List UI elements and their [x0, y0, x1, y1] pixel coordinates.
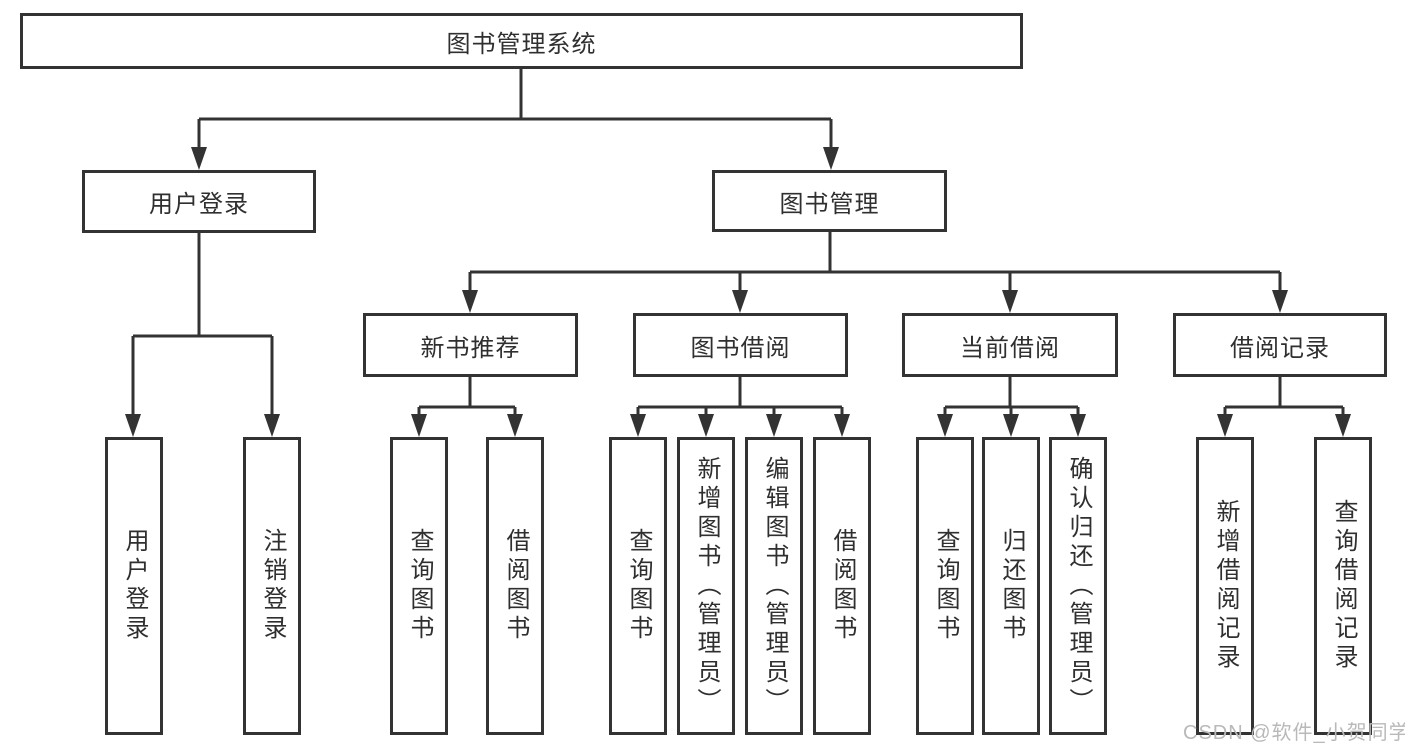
leaf-query-books: 查询图书 — [390, 437, 448, 735]
node-borrow-records-label: 借阅记录 — [1230, 334, 1330, 362]
leaf-return-books: 归还图书 — [982, 437, 1040, 735]
node-user-login-label: 用户登录 — [149, 191, 249, 218]
arrowheads — [125, 147, 1351, 437]
node-book-management: 图书管理 — [712, 170, 947, 232]
node-book-borrow: 图书借阅 — [633, 313, 848, 377]
leaf-add-borrow-record: 新增借阅记录 — [1196, 437, 1254, 735]
node-borrow-records: 借阅记录 — [1173, 313, 1387, 377]
node-book-borrow-label: 图书借阅 — [690, 334, 791, 362]
leaf-label: 注销登录 — [259, 528, 286, 644]
leaf-query-books: 查询图书 — [609, 437, 667, 735]
leaf-label: 借阅图书 — [502, 528, 529, 644]
leaf-borrow-books: 借阅图书 — [486, 437, 544, 735]
leaf-label: 查询图书 — [625, 528, 652, 644]
node-book-management-label: 图书管理 — [779, 190, 880, 218]
leaf-label: 查询图书 — [406, 528, 433, 644]
leaf-query-borrow-record: 查询借阅记录 — [1314, 437, 1372, 735]
leaf-label: 用户登录 — [121, 528, 148, 644]
leaf-label: 归还图书 — [998, 528, 1025, 644]
leaf-borrow-books: 借阅图书 — [813, 437, 871, 735]
leaf-label: 确认归还（管理员） — [1065, 455, 1092, 717]
node-current-borrow: 当前借阅 — [902, 313, 1118, 377]
node-new-book-recommend-label: 新书推荐 — [420, 334, 521, 362]
leaf-label: 查询图书 — [932, 528, 959, 644]
leaf-label: 新增图书（管理员） — [693, 455, 720, 717]
leaf-edit-books-admin: 编辑图书（管理员） — [745, 437, 803, 735]
node-current-borrow-label: 当前借阅 — [960, 334, 1060, 362]
leaf-query-books: 查询图书 — [916, 437, 974, 735]
leaf-label: 新增借阅记录 — [1212, 499, 1239, 673]
leaf-add-books-admin: 新增图书（管理员） — [677, 437, 735, 735]
node-root-system: 图书管理系统 — [20, 13, 1023, 69]
leaf-user-login: 用户登录 — [105, 437, 163, 735]
leaf-label: 编辑图书（管理员） — [761, 455, 788, 717]
leaf-confirm-return-admin: 确认归还（管理员） — [1049, 437, 1107, 735]
leaf-label: 借阅图书 — [829, 528, 856, 644]
node-new-book-recommend: 新书推荐 — [363, 313, 578, 377]
node-user-login: 用户登录 — [82, 170, 316, 233]
node-root-label: 图书管理系统 — [446, 30, 597, 58]
leaf-label: 查询借阅记录 — [1330, 499, 1357, 673]
leaf-logout: 注销登录 — [243, 437, 301, 735]
